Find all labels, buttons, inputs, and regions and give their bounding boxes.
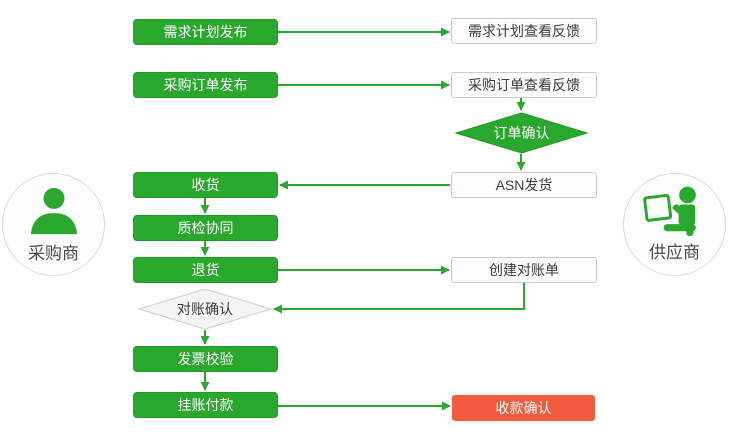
node-demand-plan-publish: 需求计划发布 [133, 19, 278, 45]
node-label: 创建对账单 [489, 262, 559, 278]
node-return-goods: 退货 [133, 257, 278, 283]
buyer-actor: 采购商 [2, 173, 105, 276]
person-with-laptop-icon [642, 186, 708, 236]
node-label: 挂账付款 [177, 397, 234, 413]
node-label: 采购订单查看反馈 [468, 77, 580, 93]
supplier-label: 供应商 [649, 243, 700, 262]
node-invoice-verify: 发票校验 [133, 346, 278, 372]
node-label: 质检协同 [177, 220, 234, 236]
node-reconcile-confirm: 对账确认 [138, 288, 272, 330]
node-po-publish: 采购订单发布 [133, 72, 278, 98]
node-label: 收款确认 [495, 400, 552, 416]
supplier-actor: 供应商 [623, 173, 726, 276]
node-quality-check: 质检协同 [133, 215, 278, 241]
node-payment-on-account: 挂账付款 [133, 392, 278, 418]
node-order-confirm: 订单确认 [455, 112, 588, 154]
person-bust-icon [26, 185, 82, 237]
buyer-label: 采购商 [28, 244, 79, 263]
node-label: 需求计划查看反馈 [468, 23, 580, 39]
arrow-statement-to-reconcile [273, 282, 525, 314]
node-label: 退货 [191, 262, 220, 278]
node-label: 需求计划发布 [163, 24, 248, 40]
node-label: 采购订单发布 [163, 77, 248, 93]
node-payment-confirm: 收款确认 [452, 395, 595, 421]
node-label: 发票校验 [177, 351, 234, 367]
node-create-statement: 创建对账单 [451, 257, 597, 283]
node-label: 订单确认 [493, 125, 550, 141]
node-po-feedback: 采购订单查看反馈 [451, 72, 597, 98]
node-asn-ship: ASN发货 [451, 172, 597, 198]
node-receive: 收货 [133, 172, 278, 198]
node-label: ASN发货 [495, 177, 553, 193]
node-label: 对账确认 [177, 301, 233, 317]
node-demand-plan-feedback: 需求计划查看反馈 [451, 18, 597, 44]
node-label: 收货 [191, 177, 220, 193]
